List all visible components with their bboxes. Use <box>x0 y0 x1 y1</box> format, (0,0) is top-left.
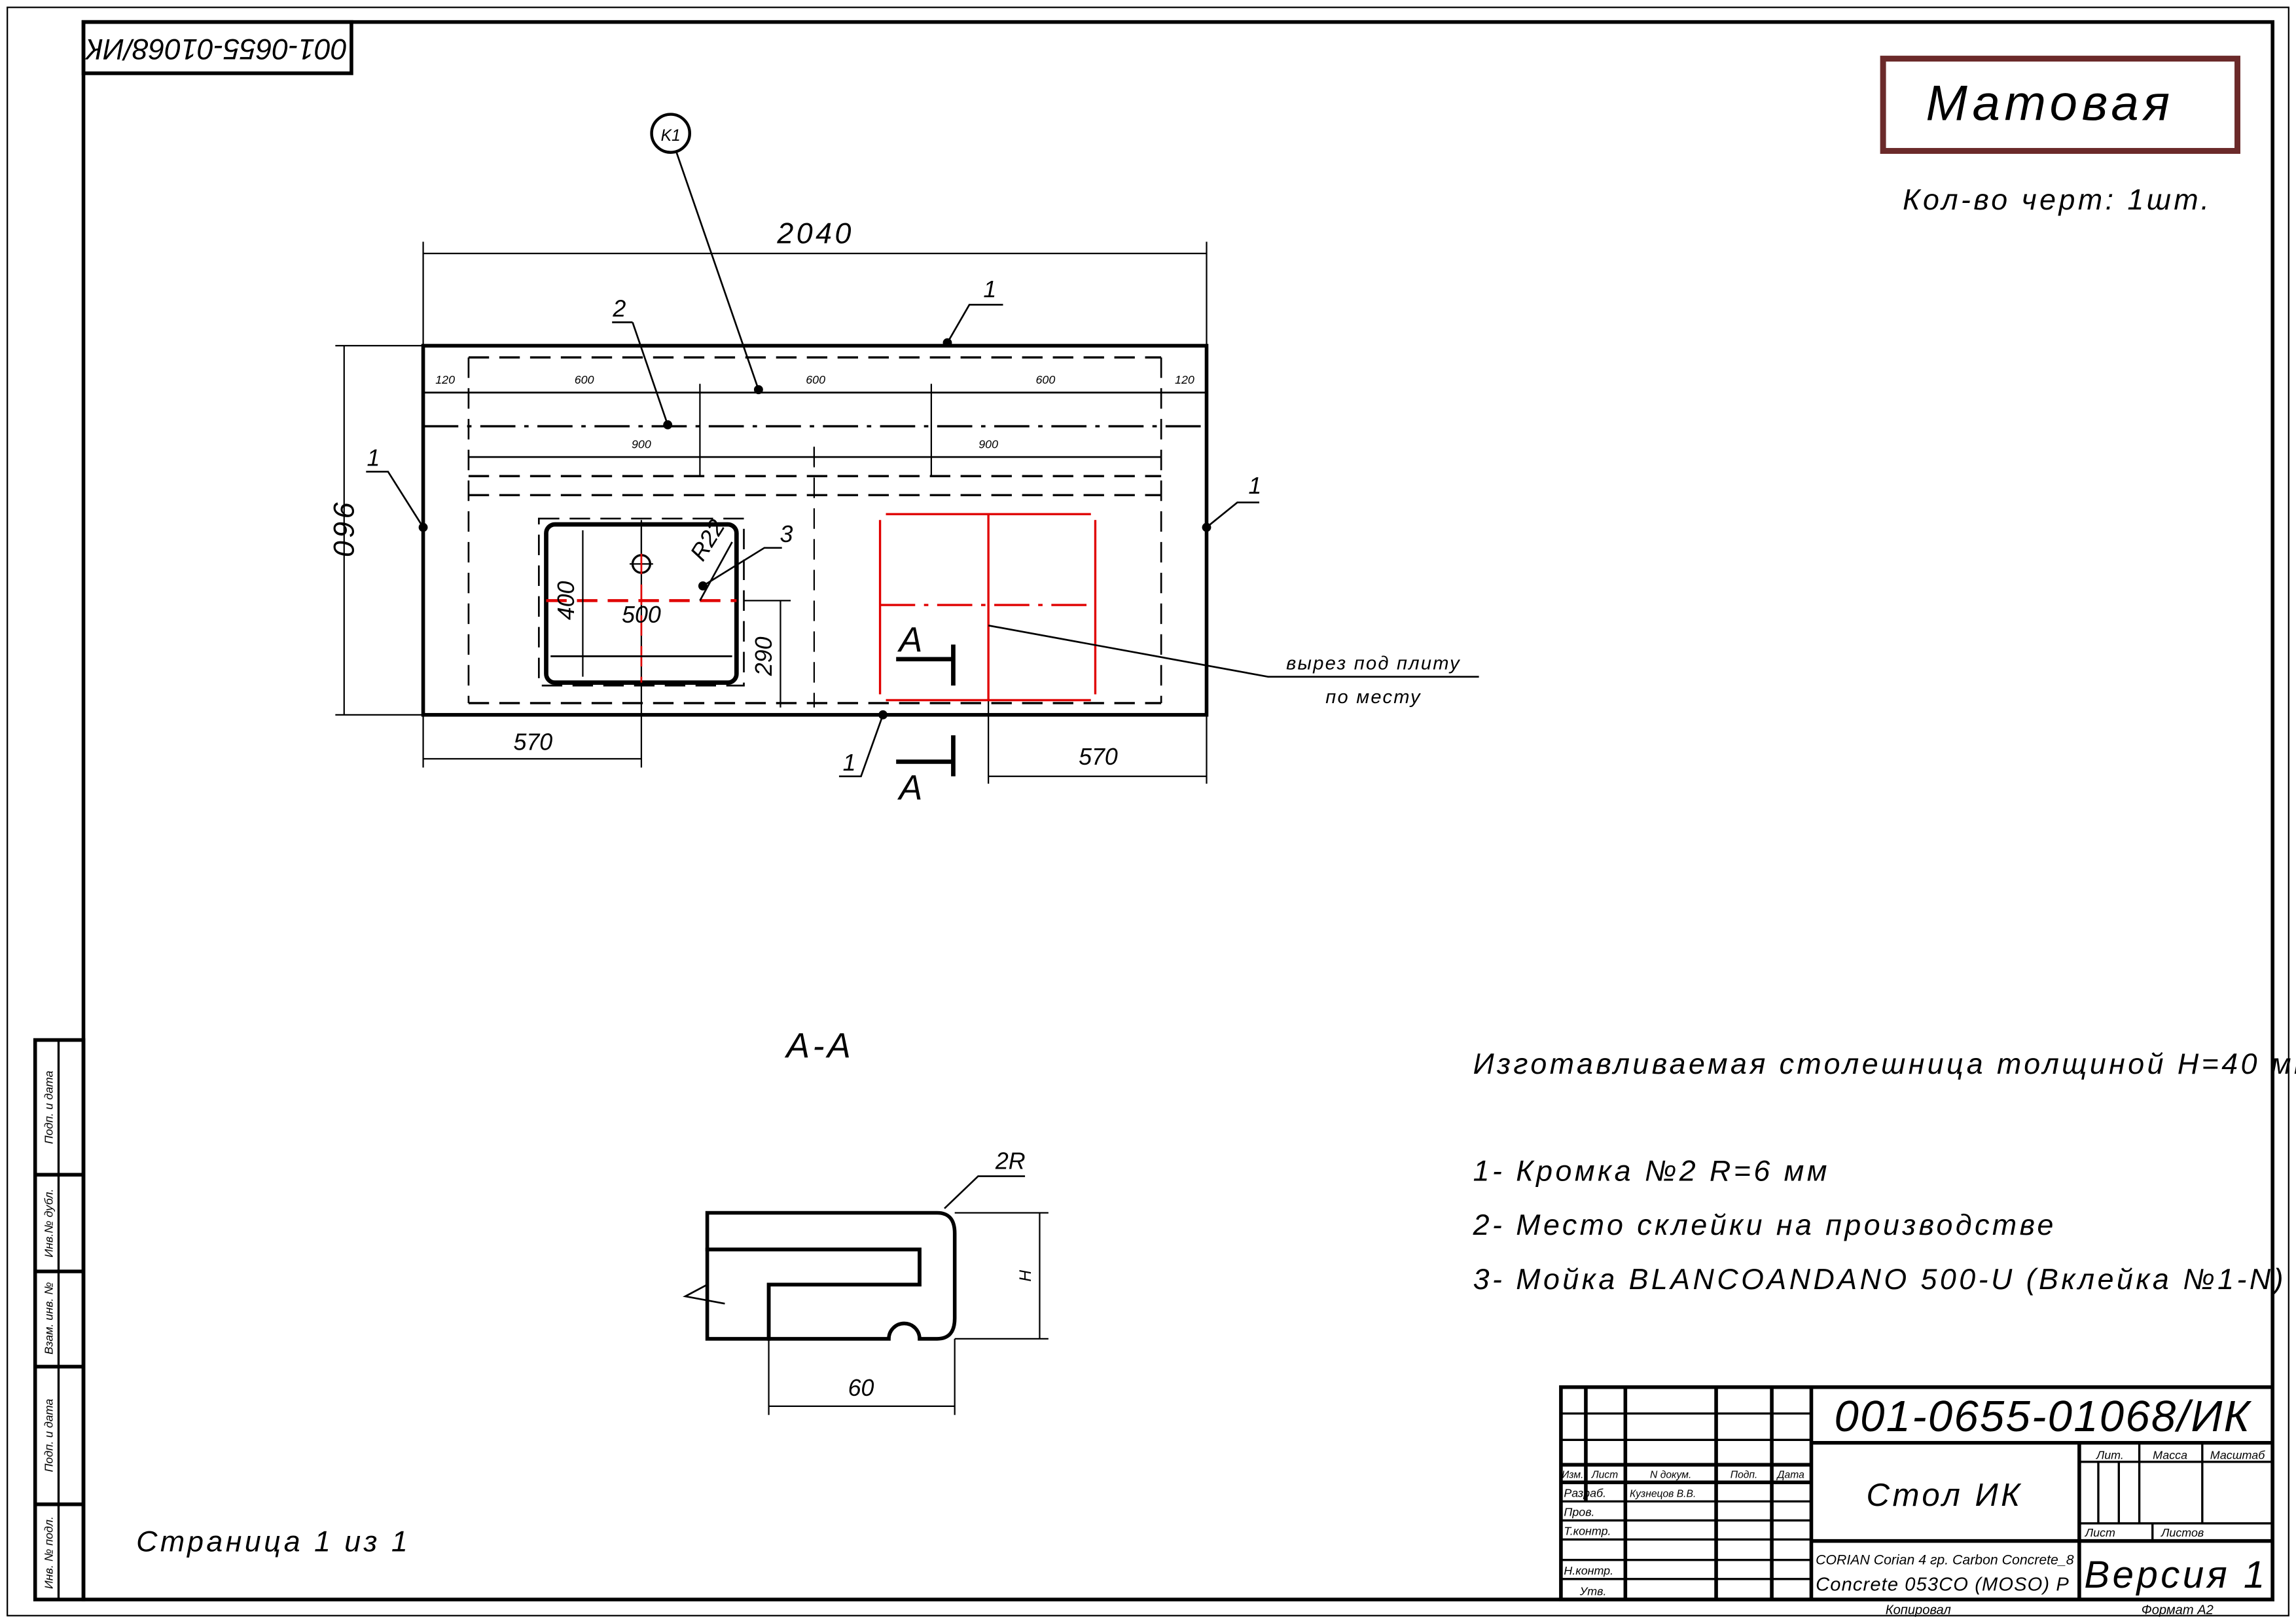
cooktop-note-line1: вырез под плиту <box>1286 653 1461 674</box>
leader-1-right-label: 1 <box>1248 473 1261 499</box>
section-letter: A <box>897 769 923 808</box>
section-width-label: 60 <box>848 1375 874 1401</box>
leader-1-bottom-label: 1 <box>843 750 856 776</box>
section-radius-label: 2R <box>995 1148 1026 1174</box>
sheets-label: Листов <box>2161 1526 2204 1539</box>
sink-cutout <box>537 517 745 687</box>
dim-120-left: 120 <box>435 373 455 386</box>
inner-frame <box>81 20 2275 1601</box>
dim-2040: 2040 <box>776 217 853 249</box>
material-line1: CORIAN Corian 4 гр. Carbon Concrete_8 <box>1816 1552 2074 1567</box>
finish-label: Матовая <box>1926 76 2174 132</box>
cooktop-leader <box>988 625 1479 678</box>
sheet-label: Лист <box>2085 1526 2115 1539</box>
role-tech-control: Т.контр. <box>1564 1525 1611 1538</box>
lit-label: Лит. <box>2096 1448 2124 1461</box>
note-thickness: Изготавливаемая столешница толщиной H=40… <box>1473 1048 2296 1080</box>
dim-400: 400 <box>553 581 579 620</box>
side-label-3: Взам. инв. № <box>43 1282 56 1355</box>
side-label-4: Подп. и дата <box>43 1399 56 1472</box>
header-sign: Подп. <box>1731 1469 1758 1480</box>
copied-label: Копировал <box>1886 1603 1951 1618</box>
outer-border <box>7 7 2289 1616</box>
cooktop-note-line2: по месту <box>1325 687 1422 708</box>
cooktop-cutout <box>878 513 1097 702</box>
material-line2: Concrete 053CO (MOSO) P <box>1816 1575 2070 1596</box>
leader-1-left-label: 1 <box>367 445 380 471</box>
callout-k1: K1 <box>661 127 681 145</box>
title-block-grid <box>1559 1385 2275 1601</box>
section-mark-lower: A <box>896 735 956 808</box>
header-doc: N докум. <box>1650 1469 1691 1480</box>
edge-section-detail <box>683 1175 1049 1415</box>
leaders <box>366 113 1260 778</box>
leader-1-top-label: 1 <box>983 276 996 302</box>
role-developer: Разраб. <box>1564 1487 1606 1500</box>
leader-3-label: 3 <box>780 521 793 547</box>
note-1: 1- Кромка №2 R=6 мм <box>1473 1154 1830 1187</box>
header-date: Дата <box>1776 1469 1804 1480</box>
dim-900-right: 900 <box>978 438 998 451</box>
dim-500: 500 <box>622 602 661 628</box>
format-label: Формат А2 <box>2142 1603 2214 1618</box>
developer-name: Кузнецов В.В. <box>1630 1489 1696 1500</box>
code-stamp: 001-0655-01068/ИК <box>81 20 353 75</box>
side-label-2: Инв.№ дубл. <box>43 1189 56 1258</box>
doc-number: 001-0655-01068/ИК <box>1835 1392 2252 1441</box>
dim-600-1: 600 <box>575 373 594 386</box>
role-approved: Утв. <box>1579 1584 1607 1597</box>
role-checker: Пров. <box>1564 1506 1594 1519</box>
callout-k1-circle <box>650 113 691 154</box>
note-2: 2- Место склейки на производстве <box>1473 1209 2056 1241</box>
dim-900-left: 900 <box>632 438 651 451</box>
page-label: Страница 1 из 1 <box>136 1525 410 1558</box>
drawing-name: Стол ИК <box>1866 1477 2022 1513</box>
dim-290: 290 <box>751 636 777 676</box>
stamp-code: 001-0655-01068/ИК <box>84 33 348 65</box>
section-title: А-А <box>784 1026 853 1065</box>
finish-box <box>1880 56 2240 154</box>
dim-570-left: 570 <box>514 729 553 756</box>
dim-600-2: 600 <box>806 373 825 386</box>
mass-label: Масса <box>2153 1448 2187 1461</box>
side-strip <box>33 1038 86 1601</box>
dimension-lines <box>335 242 1208 784</box>
dim-570-right: 570 <box>1079 744 1118 770</box>
dim-600-3: 600 <box>1035 373 1055 386</box>
dim-120-right: 120 <box>1175 373 1194 386</box>
dim-960: 960 <box>327 501 360 559</box>
header-list: Лист <box>1591 1469 1618 1480</box>
header-izm: Изм. <box>1562 1469 1583 1480</box>
note-3: 3- Мойка BLANCOANDANO 500-U (Вклейка №1-… <box>1473 1263 2286 1296</box>
side-label-1: Подп. и дата <box>43 1070 56 1144</box>
role-norm-control: Н.контр. <box>1564 1564 1613 1577</box>
version-label: Версия 1 <box>2084 1554 2267 1596</box>
scale-label: Масштаб <box>2210 1448 2265 1461</box>
section-mark-upper: A <box>896 621 956 686</box>
section-letter: A <box>897 621 923 660</box>
drawing-count: Кол-во черт: 1шт. <box>1903 183 2212 216</box>
side-label-5: Инв. № подл. <box>43 1516 56 1589</box>
countertop-plan <box>421 344 1209 717</box>
section-height-label: H <box>1017 1270 1035 1282</box>
leader-2-label: 2 <box>612 295 626 321</box>
